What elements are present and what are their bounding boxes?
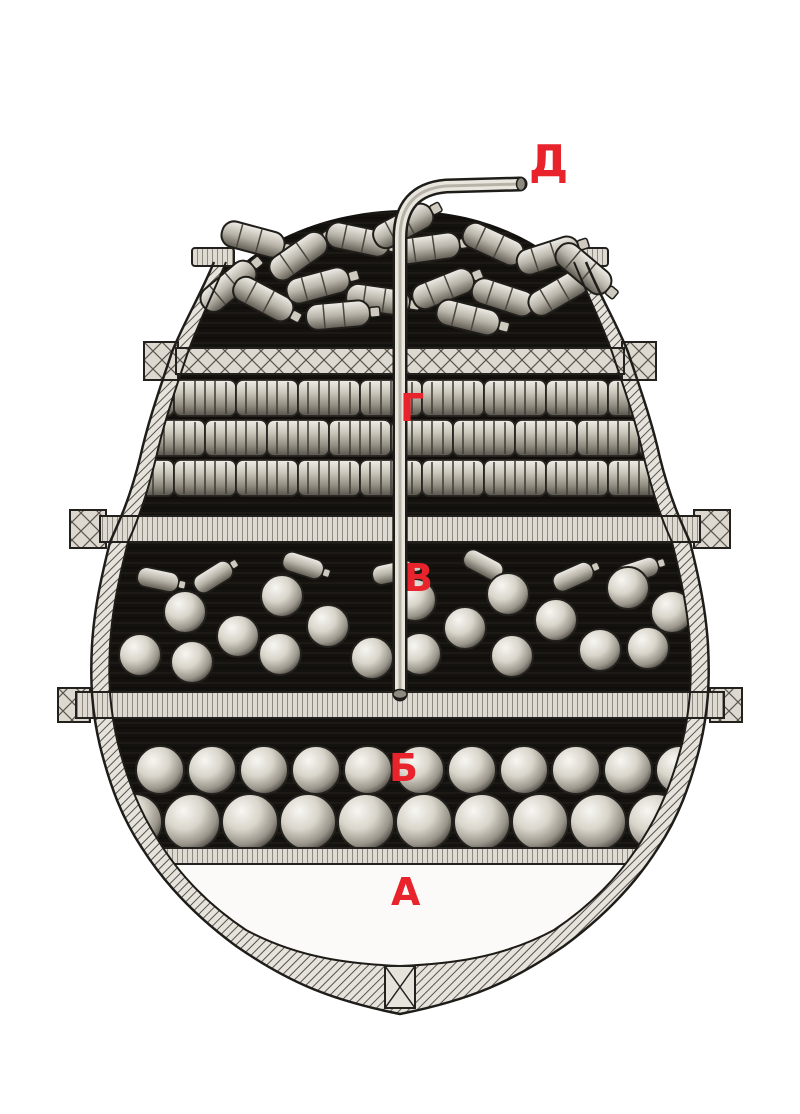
- fuze-tube: [392, 176, 528, 702]
- label-d: Д: [529, 136, 569, 187]
- label-g: Г: [400, 386, 425, 430]
- label-b: Б: [389, 746, 418, 790]
- hull-outline-outer: [90, 261, 710, 1016]
- floor-plank: [109, 847, 691, 865]
- label-a: А: [391, 870, 421, 914]
- label-v: В: [404, 556, 433, 600]
- keel-cross-box: [384, 965, 416, 1009]
